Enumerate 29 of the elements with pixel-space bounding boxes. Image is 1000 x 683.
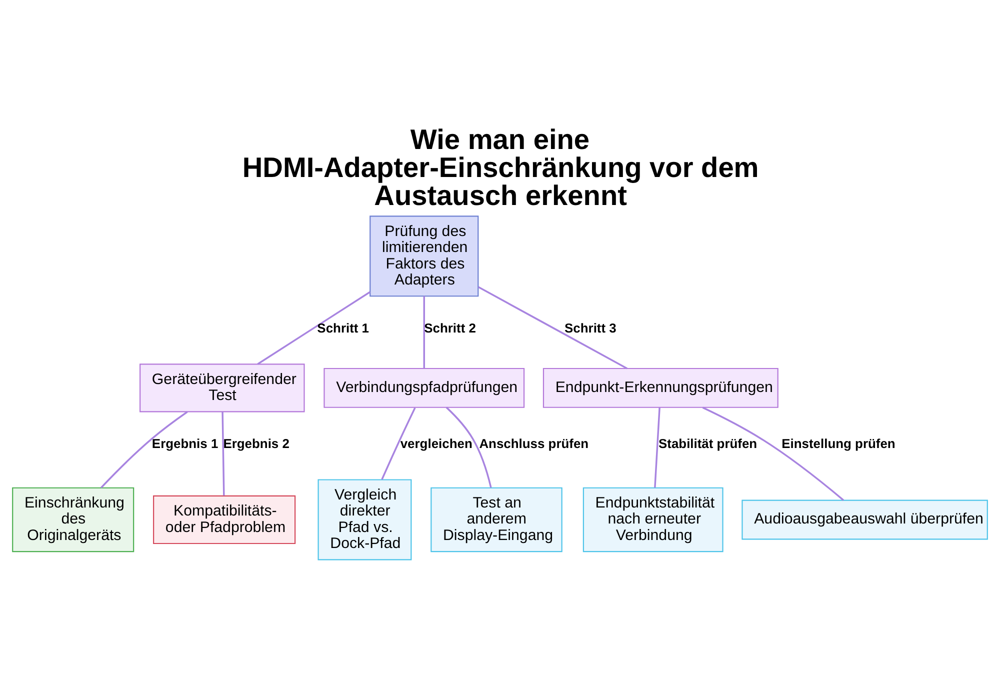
connector [702, 406, 844, 501]
edge-label: Stabilität prüfen [658, 436, 758, 451]
connector [478, 286, 628, 370]
edge-label: vergleichen [400, 436, 472, 451]
node-box: Vergleich direkter Pfad vs. Dock-Pfad [318, 479, 412, 560]
node-box: Audioausgabeauswahl überprüfen [742, 500, 988, 540]
diagram-title: Wie man eine HDMI-Adapter-Einschränkung vor dem Austausch erkennt [242, 124, 759, 212]
node-box: Einschränkung des Originalgeräts [12, 487, 134, 552]
edge-label: Schritt 1 [317, 320, 370, 336]
node-box: Endpunkt-Erkennungsprüfungen [542, 368, 778, 408]
node-box: Endpunktstabilität nach erneuter Verbindung [582, 487, 724, 552]
edge-label: Ergebnis 1 [152, 436, 218, 451]
connector [257, 291, 370, 365]
edge-label: Schritt 2 [424, 320, 476, 336]
edge-label: Anschluss prüfen [479, 436, 589, 451]
edge-label: Ergebnis 2 [223, 436, 290, 451]
edge-label: Einstellung prüfen [782, 436, 896, 451]
connector [222, 412, 225, 496]
connector [423, 296, 425, 368]
edge-label: Schritt 3 [564, 320, 616, 336]
connector [381, 407, 416, 480]
node-box: Prüfung des limitierenden Faktors des Adapters [370, 216, 479, 297]
node-box: Geräteübergreifender Test [140, 364, 305, 412]
connector [100, 411, 188, 488]
node-box: Test an anderem Display-Eingang [430, 487, 562, 552]
connector [446, 406, 492, 488]
node-box: Kompatibilitäts- oder Pfadproblem [153, 495, 296, 544]
connector [654, 408, 660, 488]
node-box: Verbindungspfadprüfungen [324, 368, 525, 408]
